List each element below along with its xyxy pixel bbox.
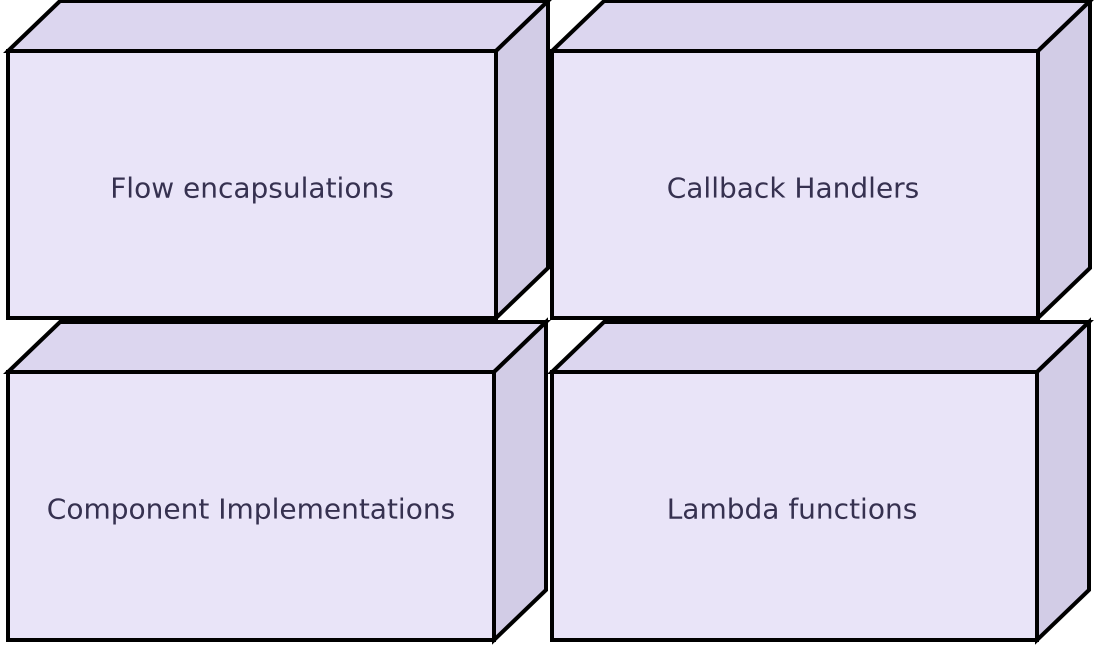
box-front-face [6, 370, 496, 642]
box-top-face [547, 320, 1094, 374]
box-top-face [3, 320, 551, 374]
box-top-face [3, 0, 552, 53]
node-label: Callback Handlers [667, 172, 920, 205]
box-front-face [550, 370, 1039, 642]
box-right-face [494, 0, 550, 323]
node-label: Lambda functions [667, 493, 918, 526]
node-lambda-functions: Lambda functions [547, 317, 1094, 645]
node-component-implementations: Component Implementations [3, 317, 551, 645]
box-right-face [1036, 0, 1092, 323]
box-right-face [492, 317, 548, 645]
node-label: Flow encapsulations [110, 172, 394, 205]
box-right-face [1035, 317, 1091, 645]
node-callback-handlers: Callback Handlers [547, 0, 1094, 323]
node-label: Component Implementations [47, 493, 455, 526]
box-front-face [6, 49, 498, 320]
box-front-face [550, 49, 1040, 320]
node-flow-encapsulations: Flow encapsulations [3, 0, 552, 323]
box-top-face [547, 0, 1094, 53]
